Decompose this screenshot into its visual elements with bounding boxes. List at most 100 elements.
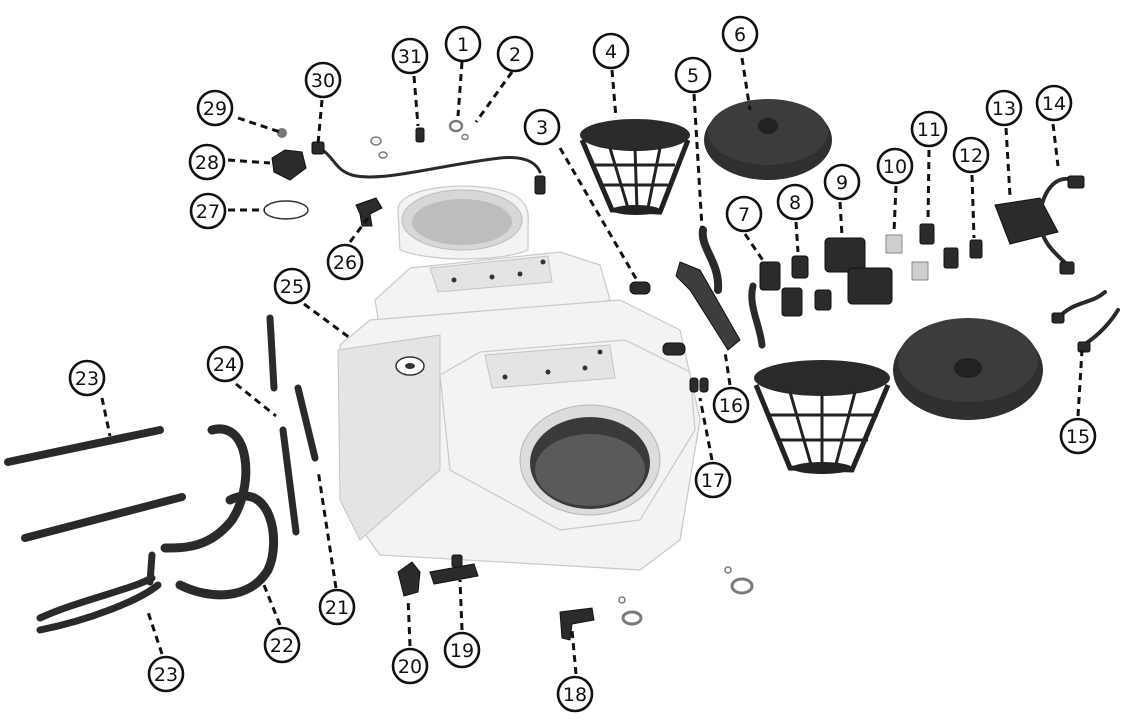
callout-number: 17 [701,470,725,492]
callout-number: 30 [311,70,335,92]
callout-circle [556,675,594,713]
callout-number: 23 [75,368,99,390]
callout-circle [876,147,914,185]
callout-5: 5 [674,56,712,94]
callout-number: 29 [203,98,227,120]
callout-number: 14 [1042,93,1066,115]
callout-circle [694,461,732,499]
callout-circle [326,243,364,281]
callout-number: 24 [213,354,237,376]
callout-14: 14 [1035,84,1073,122]
callout-27: 27 [189,192,227,230]
callout-number: 8 [789,192,801,214]
callout-11: 11 [910,110,948,148]
callout-circle [391,37,429,75]
callout-number: 28 [195,152,219,174]
callout-number: 25 [280,276,304,298]
callout-number: 23 [154,664,178,686]
callout-number: 5 [687,65,699,87]
callout-circle [496,35,534,73]
callout-9: 9 [823,163,861,201]
left-hoses [4,314,319,634]
callout-circle [188,143,226,181]
callout-23: 23 [68,359,106,397]
callout-29: 29 [196,89,234,127]
callout-26: 26 [326,243,364,281]
callout-circle [776,183,814,221]
callout-15: 15 [1059,417,1097,455]
callout-30: 30 [304,61,342,99]
callout-number: 6 [734,24,746,46]
callout-number: 9 [836,172,848,194]
callout-number: 16 [719,395,743,417]
callout-4: 4 [592,32,630,70]
callout-number: 4 [605,41,617,63]
callout-number: 15 [1066,426,1090,448]
callout-circle [443,631,481,669]
callout-8: 8 [776,183,814,221]
callout-17: 17 [694,461,732,499]
callout-13: 13 [985,89,1023,127]
filter-basket-upper [579,119,691,215]
callout-2: 2 [496,35,534,73]
lid-upper [704,99,832,180]
callout-circle [196,89,234,127]
callout-circle [712,386,750,424]
small-components [759,197,1059,317]
callout-24: 24 [206,345,244,383]
wire-harnesses [1037,175,1120,353]
callout-number: 18 [563,684,587,706]
callout-number: 26 [333,252,357,274]
callout-number: 31 [398,46,422,68]
callout-circle [674,56,712,94]
callout-number: 1 [457,34,469,56]
callout-number: 22 [270,635,294,657]
callout-3: 3 [523,108,561,146]
callout-circle [823,163,861,201]
callout-circle [391,647,429,685]
callout-circle [304,61,342,99]
callout-12: 12 [952,136,990,174]
callout-20: 20 [391,647,429,685]
callout-21: 21 [318,588,356,626]
callout-6: 6 [721,15,759,53]
leader-lines [100,57,1084,675]
callout-number: 27 [196,201,220,223]
callout-18: 18 [556,675,594,713]
callout-number: 19 [450,640,474,662]
callout-number: 12 [959,145,983,167]
callout-circle [725,195,763,233]
callout-10: 10 [876,147,914,185]
callout-circle [273,267,311,305]
callout-circle [721,15,759,53]
callout-22: 22 [263,626,301,664]
callout-circle [263,626,301,664]
callout-circle [206,345,244,383]
callout-circle [592,32,630,70]
callout-circle [318,588,356,626]
callout-circle [147,655,185,693]
callout-circle [952,136,990,174]
callout-circle [444,25,482,63]
callout-number: 10 [883,156,907,178]
tank-body [337,185,701,571]
callout-7: 7 [725,195,763,233]
top-small-parts [263,119,546,227]
callout-number: 3 [536,117,548,139]
callout-number: 11 [917,119,941,141]
filter-basket-lower [753,360,891,474]
callout-number: 21 [325,597,349,619]
callout-circle [910,110,948,148]
callout-23: 23 [147,655,185,693]
callout-25: 25 [273,267,311,305]
callout-16: 16 [712,386,750,424]
callout-circle [1035,84,1073,122]
callout-circle [189,192,227,230]
callout-circle [68,359,106,397]
callout-circle [523,108,561,146]
callout-number: 20 [398,656,422,678]
hose-fittings [629,226,766,393]
callout-circle [985,89,1023,127]
callout-circle [1059,417,1097,455]
callout-number: 2 [509,44,521,66]
